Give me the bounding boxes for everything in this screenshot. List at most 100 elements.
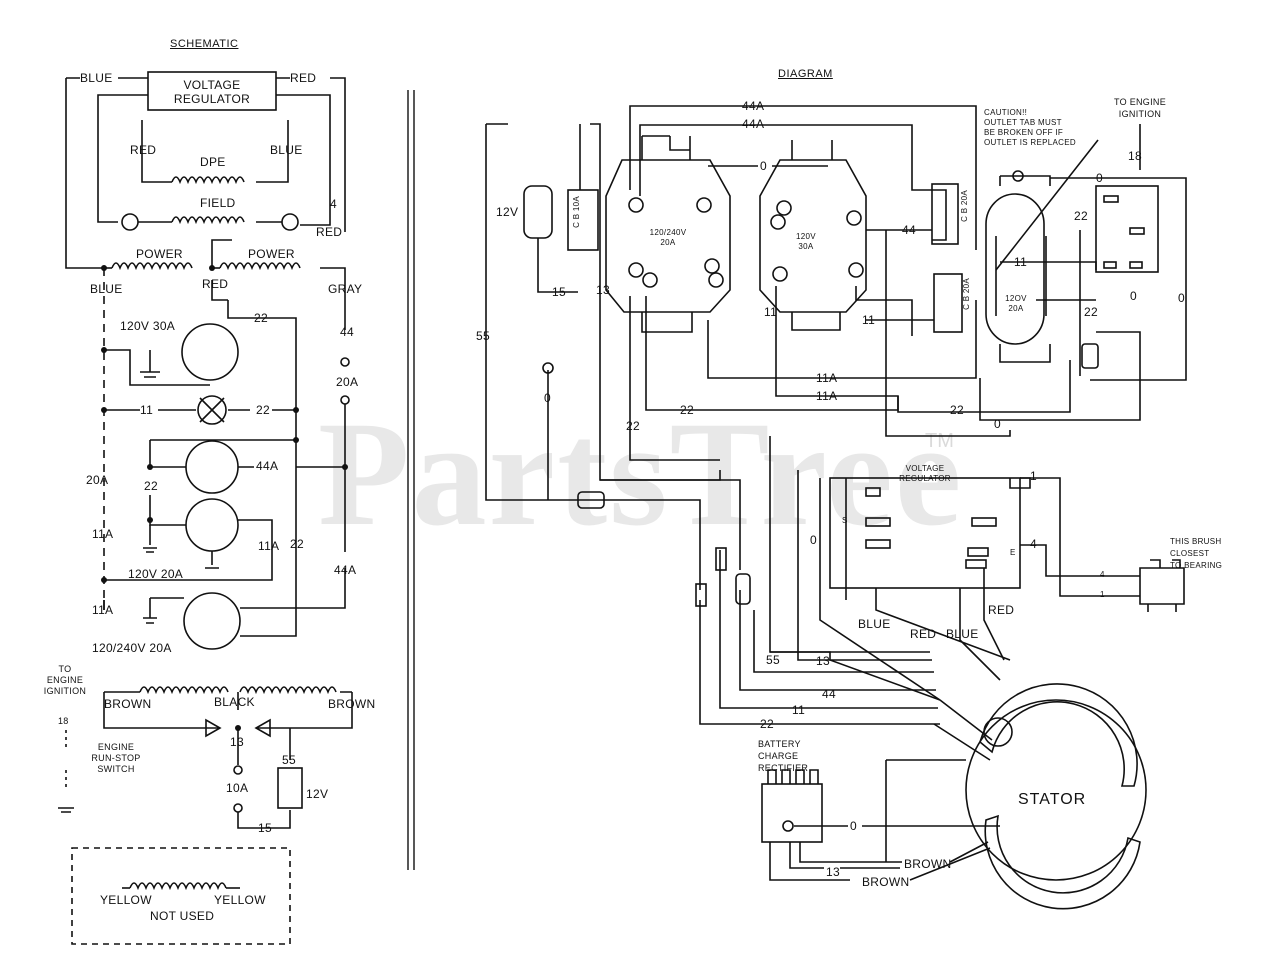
diagram-22-left: 22 xyxy=(626,419,640,433)
diagram-red-vr: RED xyxy=(988,603,1015,617)
schematic-to-engine-ignition: TO ENGINE IGNITION xyxy=(43,664,87,696)
diagram-11-b: 11 xyxy=(792,703,806,717)
schematic-title: SCHEMATIC xyxy=(170,38,239,50)
diagram-4: 4 xyxy=(1100,570,1105,579)
diagram-0-c: 0 xyxy=(544,391,551,405)
diagram-11a-b: 11A xyxy=(816,389,838,403)
diagram-0-rect: 0 xyxy=(850,819,857,833)
schematic-blue-mid: BLUE xyxy=(90,282,123,296)
schematic-red-mid: RED xyxy=(202,277,229,291)
diagram-brush-note: THIS BRUSH CLOSEST TO BEARING xyxy=(1170,537,1223,570)
diagram-55: 55 xyxy=(476,329,490,343)
diagram-cb-20a-top: C B 20A xyxy=(960,190,969,222)
diagram-vr-e: E xyxy=(1010,548,1016,557)
schematic-yellow-left: YELLOW xyxy=(100,893,152,907)
schematic-red-field: RED xyxy=(316,225,343,239)
schematic-44-a: 44 xyxy=(340,325,354,339)
diagram-voltage-regulator: VOLTAGE REGULATOR xyxy=(899,464,951,483)
schematic-brown-right: BROWN xyxy=(328,697,376,711)
schematic-blue-top: BLUE xyxy=(80,71,113,85)
schematic-yellow-right: YELLOW xyxy=(214,893,266,907)
diagram-vr-s: S xyxy=(842,516,848,525)
diagram-vr-4: 4 xyxy=(1030,537,1037,551)
diagram-44-b: 44 xyxy=(822,687,836,701)
diagram-brown-1: BROWN xyxy=(904,857,952,871)
diagram-cb-20a-bottom: C B 20A xyxy=(962,278,971,310)
schematic-red-top: RED xyxy=(290,71,317,85)
diagram-44a-top: 44A xyxy=(742,99,765,113)
diagram-22-b2: 22 xyxy=(760,717,774,731)
diagram-0-right: 0 xyxy=(1096,171,1103,185)
diagram-18: 18 xyxy=(1128,149,1142,163)
schematic-breaker-10a: 10A xyxy=(226,781,249,795)
diagram-22-lower: 22 xyxy=(1084,305,1098,319)
schematic-dpe: DPE xyxy=(200,155,226,169)
schematic-breaker-20a-right: 20A xyxy=(336,375,359,389)
schematic-not-used: NOT USED xyxy=(150,909,215,923)
diagram-11a-a: 11A xyxy=(816,371,838,385)
schematic-brown-left: BROWN xyxy=(104,697,152,711)
diagram-gfci: 12OV 20A xyxy=(1005,294,1027,313)
schematic-22-d: 22 xyxy=(290,537,304,551)
schematic-11a-bottom: 11A xyxy=(92,603,114,617)
diagram-0-vr: 0 xyxy=(810,533,817,547)
schematic-blue-right: BLUE xyxy=(270,143,303,157)
diagram-22-b: 22 xyxy=(950,403,964,417)
diagram-stator: STATOR xyxy=(1018,791,1087,808)
schematic-12v: 12V xyxy=(306,787,329,801)
schematic-44a-b: 44A xyxy=(334,563,357,577)
diagram-44: 44 xyxy=(902,223,916,237)
schematic-11a-left: 11A xyxy=(92,527,114,541)
diagram-cb-10a: C B 10A xyxy=(572,196,581,228)
diagram-battery-rectifier: BATTERY CHARGE RECTIFIER xyxy=(758,739,809,773)
diagram-0-a: 0 xyxy=(1130,289,1137,303)
schematic-18: 18 xyxy=(58,716,69,726)
diagram-44a-second: 44A xyxy=(742,117,765,131)
schematic-11-a: 11 xyxy=(140,403,154,417)
schematic-voltage-regulator: VOLTAGE REGULATOR xyxy=(173,78,251,106)
schematic-power-right: POWER xyxy=(248,247,295,261)
diagram-22-right: 22 xyxy=(1074,209,1088,223)
schematic-voltage-regulator-box xyxy=(147,71,277,111)
diagram-11-right: 11 xyxy=(1014,255,1028,269)
schematic-outlet-120v-30a: 120V 30A xyxy=(120,319,176,333)
schematic-13: 13 xyxy=(230,735,244,749)
diagram-13-c: 13 xyxy=(826,865,840,879)
diagram-to-engine-ignition: TO ENGINE IGNITION xyxy=(1113,97,1167,119)
schematic-gray: GRAY xyxy=(328,282,363,296)
schematic-22-a: 22 xyxy=(254,311,268,325)
schematic-power-left: POWER xyxy=(136,247,183,261)
schematic-red-left: RED xyxy=(130,143,157,157)
diagram-outlet-120v-30a: 120V 30A xyxy=(796,232,816,251)
diagram-brown-2: BROWN xyxy=(862,875,910,889)
diagram-15: 15 xyxy=(552,285,566,299)
diagram-55-b: 55 xyxy=(766,653,780,667)
schematic-11a-right: 11A xyxy=(258,539,280,553)
schematic-22-b: 22 xyxy=(256,403,270,417)
schematic-44a: 44A xyxy=(256,459,279,473)
schematic-15: 15 xyxy=(258,821,272,835)
diagram-blue-2: BLUE xyxy=(946,627,979,641)
diagram-1: 1 xyxy=(1100,590,1105,599)
diagram-red-1: RED xyxy=(910,627,937,641)
diagram-blue-1: BLUE xyxy=(858,617,891,631)
schematic-breaker-20a-left: 20A xyxy=(86,473,109,487)
diagram-11-mid: 11 xyxy=(862,313,876,327)
diagram-13: 13 xyxy=(596,283,610,297)
schematic-55: 55 xyxy=(282,753,296,767)
schematic-engine-switch: ENGINE RUN-STOP SWITCH xyxy=(91,742,141,774)
diagram-0-top: 0 xyxy=(760,159,767,173)
schematic-outlet-120-240v-20a: 120/240V 20A xyxy=(92,641,172,655)
diagram-title: DIAGRAM xyxy=(778,68,833,80)
partstree-watermark: PartsTree xyxy=(318,391,964,557)
diagram-0-b: 0 xyxy=(1178,291,1185,305)
schematic-22-c: 22 xyxy=(144,479,158,493)
diagram-0-mid: 0 xyxy=(994,417,1001,431)
diagram-22-a: 22 xyxy=(680,403,694,417)
diagram-outlet-120-240: 120/240V 20A xyxy=(649,228,687,247)
schematic-num-4: 4 xyxy=(330,197,337,211)
diagram-13-b: 13 xyxy=(816,654,830,668)
schematic-outlet-120v-20a: 120V 20A xyxy=(128,567,184,581)
